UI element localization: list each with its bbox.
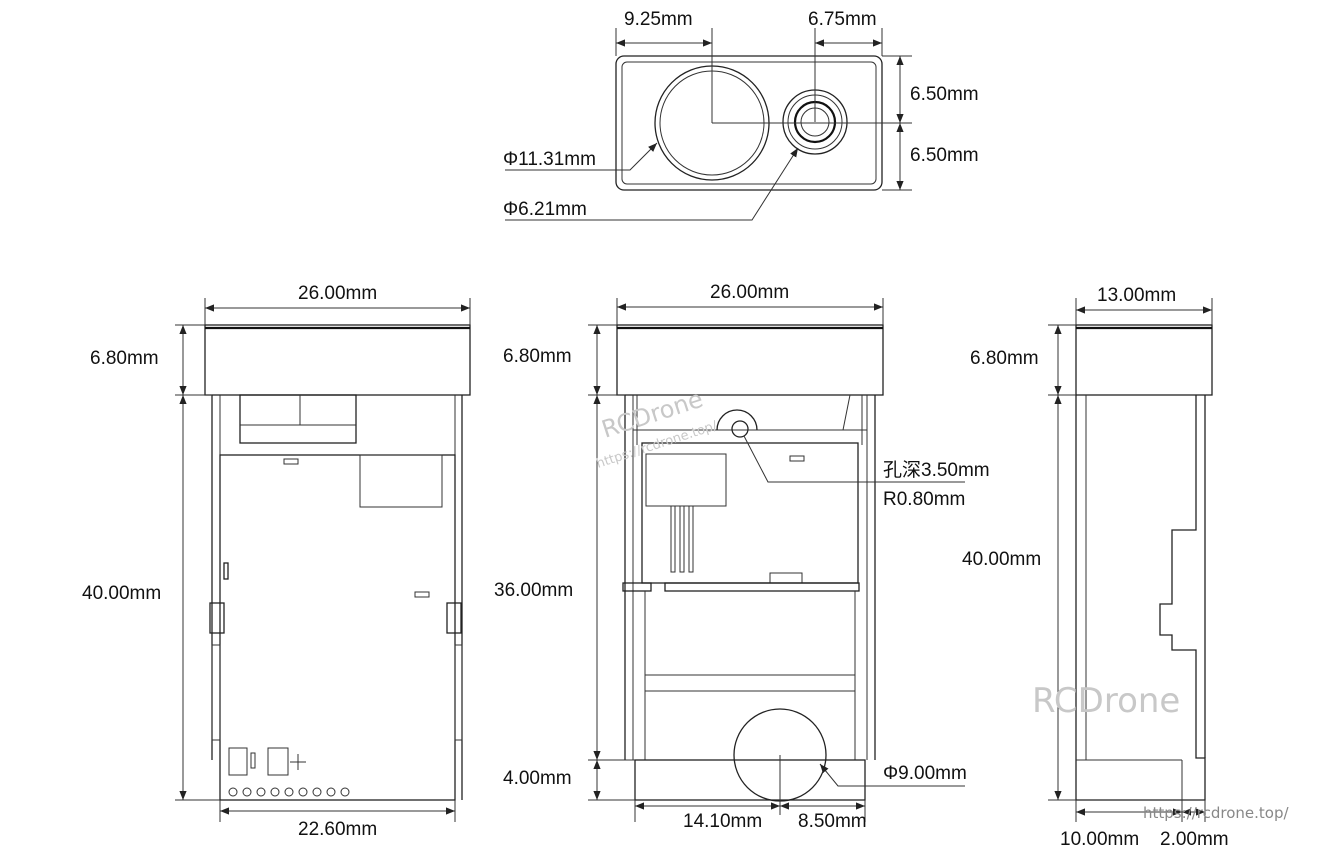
dim-label: 4.00mm [503, 768, 572, 789]
dim-label: 2.00mm [1160, 829, 1229, 850]
dim-label: 36.00mm [494, 580, 573, 601]
mount-hole [731, 420, 749, 438]
front-view: 26.00mm 6.80mm 40.00mm 22.60mm [82, 283, 471, 840]
dim-label: 6.75mm [808, 9, 877, 30]
dim-label: 40.00mm [82, 583, 161, 604]
dim-label: 9.25mm [624, 9, 693, 30]
dim-label: 40.00mm [962, 549, 1041, 570]
side-view: 13.00mm 6.80mm 40.00mm 10.00mm 2.00mm [962, 285, 1229, 850]
top-view: 9.25mm 6.75mm 6.50mm 6.50mm Φ11.31mm Φ6.… [503, 9, 979, 221]
pcb [219, 454, 456, 801]
dim-label: 孔深3.50mm [883, 459, 990, 481]
dim-label: Φ6.21mm [503, 199, 587, 220]
watermark-url: https://rcdrone.top/ [1143, 804, 1289, 822]
dim-label: 10.00mm [1060, 829, 1139, 850]
dim-label: 8.50mm [798, 811, 867, 832]
watermark-brand: RCDrone [1032, 681, 1180, 721]
dim-label: 22.60mm [298, 819, 377, 840]
dim-label: 14.10mm [683, 811, 762, 832]
pin-row [228, 787, 350, 797]
dim-label: 6.80mm [970, 348, 1039, 369]
dim-label: 26.00mm [710, 282, 789, 303]
dim-label: Φ9.00mm [883, 763, 967, 784]
back-view: 26.00mm 6.80mm 36.00mm 4.00mm 孔深3.50mm R… [494, 282, 990, 832]
dim-label: R0.80mm [883, 489, 965, 510]
dim-label: 6.50mm [910, 84, 979, 105]
dim-label: 13.00mm [1097, 285, 1176, 306]
dim-label: Φ11.31mm [503, 149, 596, 170]
dim-label: 6.80mm [503, 346, 572, 367]
dim-label: 26.00mm [298, 283, 377, 304]
dim-label: 6.80mm [90, 348, 159, 369]
watermark: RCDrone https://rcdrone.top/ RCDrone htt… [595, 385, 1290, 822]
dim-label: 6.50mm [910, 145, 979, 166]
mount-boss [716, 409, 758, 431]
